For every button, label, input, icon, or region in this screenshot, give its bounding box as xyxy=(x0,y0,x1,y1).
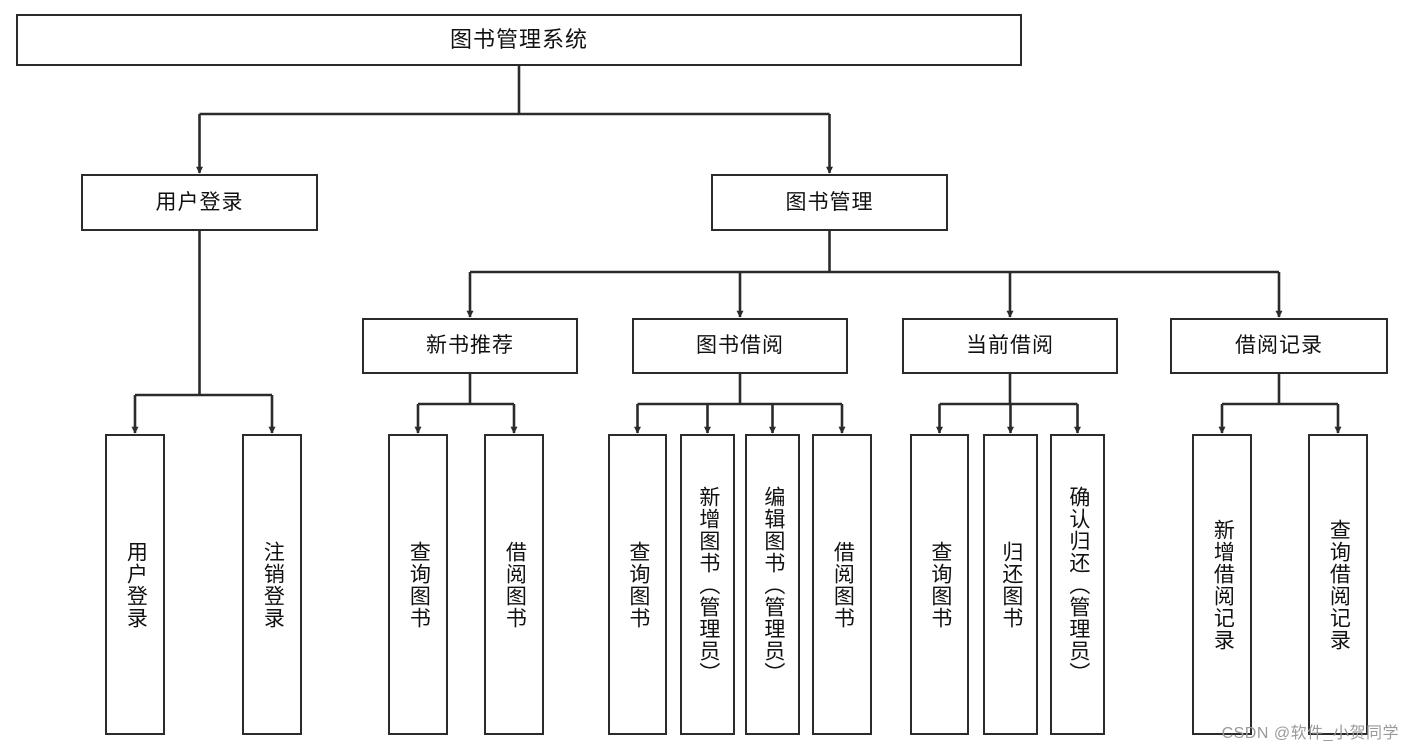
node-label: 借阅图书 xyxy=(503,540,527,629)
node-leaf-user-login: 用户登录 xyxy=(105,434,165,735)
node-label: 查询借阅记录 xyxy=(1327,518,1351,651)
node-leaf-borrow-edit: 编辑图书（管理员） xyxy=(745,434,800,735)
node-book-borrow: 图书借阅 xyxy=(632,318,848,374)
node-label: 新书推荐 xyxy=(426,334,514,358)
node-label: 新增借阅记录 xyxy=(1211,518,1235,651)
node-leaf-recommend-query: 查询图书 xyxy=(388,434,448,735)
node-leaf-current-query: 查询图书 xyxy=(910,434,969,735)
node-label: 查询图书 xyxy=(626,540,650,629)
node-user-login: 用户登录 xyxy=(81,174,318,231)
node-label: 新增图书（管理员） xyxy=(696,485,720,684)
node-label: 确认归还（管理员） xyxy=(1066,485,1090,684)
node-label: 注销登录 xyxy=(261,540,285,629)
node-leaf-borrow-lend: 借阅图书 xyxy=(812,434,872,735)
node-label: 归还图书 xyxy=(999,540,1023,629)
node-leaf-borrow-add: 新增图书（管理员） xyxy=(680,434,735,735)
node-leaf-user-logout: 注销登录 xyxy=(242,434,302,735)
node-label: 当前借阅 xyxy=(966,334,1054,358)
node-label: 查询图书 xyxy=(928,540,952,629)
node-label: 查询图书 xyxy=(407,540,431,629)
node-leaf-borrow-query: 查询图书 xyxy=(608,434,667,735)
node-root: 图书管理系统 xyxy=(16,14,1022,66)
node-label: 借阅记录 xyxy=(1235,334,1323,358)
node-label: 编辑图书（管理员） xyxy=(761,485,785,684)
node-leaf-current-confirm: 确认归还（管理员） xyxy=(1050,434,1105,735)
node-label: 借阅图书 xyxy=(831,540,855,629)
node-leaf-record-query: 查询借阅记录 xyxy=(1308,434,1368,735)
node-label: 用户登录 xyxy=(155,190,244,214)
node-label: 图书管理 xyxy=(785,190,874,214)
node-label: 图书管理系统 xyxy=(449,26,588,52)
node-book-manage: 图书管理 xyxy=(711,174,948,231)
node-label: 图书借阅 xyxy=(696,334,784,358)
node-leaf-current-return: 归还图书 xyxy=(983,434,1038,735)
node-label: 用户登录 xyxy=(124,540,148,629)
node-new-book-recommend: 新书推荐 xyxy=(362,318,578,374)
node-current-borrow: 当前借阅 xyxy=(902,318,1118,374)
node-leaf-recommend-borrow: 借阅图书 xyxy=(484,434,544,735)
node-leaf-record-add: 新增借阅记录 xyxy=(1192,434,1252,735)
node-borrow-record: 借阅记录 xyxy=(1170,318,1388,374)
